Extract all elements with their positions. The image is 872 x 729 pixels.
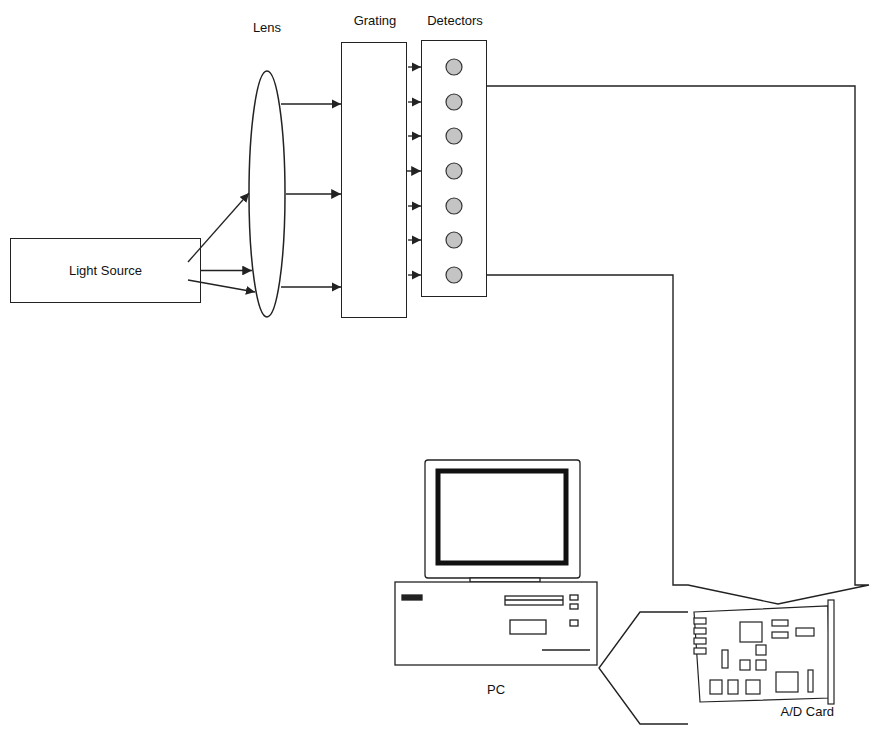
node-label: Detectors xyxy=(427,13,483,29)
ad-card-illustration xyxy=(694,600,834,704)
lens-outline xyxy=(248,70,286,318)
extra-light-rays xyxy=(188,67,421,292)
node-label: A/D Card xyxy=(781,704,834,720)
node-label: Light Source xyxy=(11,239,200,302)
light-arrow xyxy=(201,270,252,271)
light-arrow xyxy=(286,193,341,194)
lens-shape xyxy=(249,71,285,317)
node-label: PC xyxy=(487,682,505,698)
light-arrow xyxy=(407,170,421,171)
ad-card: A/D Card xyxy=(688,600,836,724)
lens-ellipse: Lens xyxy=(248,70,286,318)
node-label: Grating xyxy=(354,13,397,29)
pc-illustration xyxy=(395,460,597,665)
node-label: Lens xyxy=(253,20,281,36)
block-arrow xyxy=(599,612,688,724)
detectors-box: Detectors xyxy=(421,40,487,297)
block-arrow xyxy=(487,86,869,604)
grating-box: Grating xyxy=(341,42,407,318)
detector-cells xyxy=(446,59,462,283)
light-source-box: Light Source xyxy=(10,238,201,303)
pc: PC xyxy=(395,460,597,708)
